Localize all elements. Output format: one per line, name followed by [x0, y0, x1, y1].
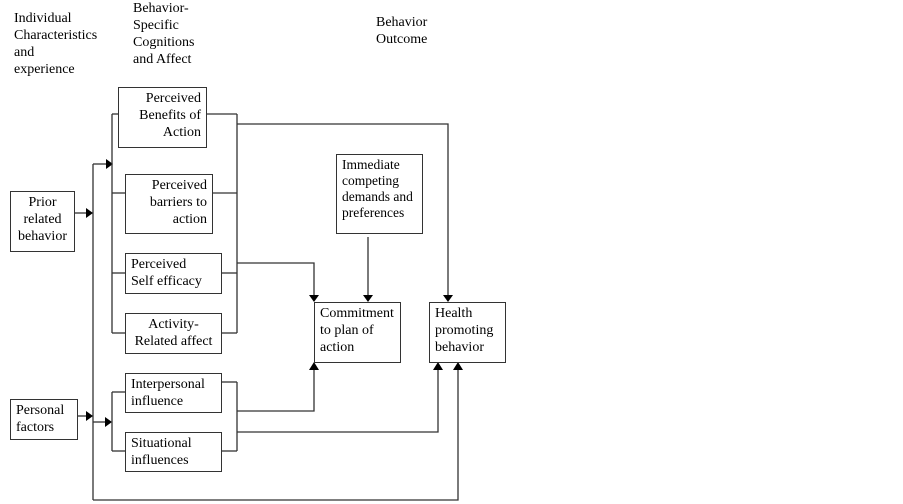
box-personal-factors: Personal factors — [10, 399, 78, 440]
cognitions-to-health-line — [237, 123, 449, 295]
header-behavior-specific-cognitions: Behavior- Specific Cognitions and Affect — [133, 1, 195, 67]
box-situational-influences: Situational influences — [125, 432, 222, 472]
arrowhead-health-bottom-left — [433, 362, 443, 370]
arrowhead-demands — [363, 295, 373, 302]
box-competing-demands: Immediate competing demands and preferen… — [336, 154, 423, 234]
box-health-promoting-behavior: Health promoting behavior — [429, 302, 506, 363]
trunk-to-health-line — [93, 369, 459, 501]
arrowhead-prior — [86, 208, 93, 218]
box-interpersonal-influence: Interpersonal influence — [125, 373, 222, 413]
arrowhead-influences — [105, 417, 112, 427]
influences-to-health-line — [237, 369, 439, 433]
header-individual-characteristics: Individual Characteristics and experienc… — [14, 11, 98, 77]
arrowhead-commitment-top — [309, 295, 319, 302]
arrowhead-cognitions — [106, 159, 113, 169]
arrowhead-health-top — [443, 295, 453, 302]
arrowhead-personal — [86, 411, 93, 421]
influences-to-commitment-line — [237, 369, 315, 412]
box-commitment-to-plan: Commitment to plan of action — [314, 302, 401, 363]
box-perceived-benefits: Perceived Benefits of Action — [118, 87, 207, 148]
box-perceived-self-efficacy: Perceived Self efficacy — [125, 253, 222, 294]
box-activity-related-affect: Activity- Related affect — [125, 313, 222, 354]
box-perceived-barriers: Perceived barriers to action — [125, 174, 213, 234]
header-behavior-outcome: Behavior Outcome — [376, 15, 428, 47]
cognitions-to-commitment-line — [237, 262, 315, 295]
arrowhead-commitment-bottom — [309, 362, 319, 370]
box-prior-related-behavior: Prior related behavior — [10, 191, 75, 252]
arrowhead-health-bottom-right — [453, 362, 463, 370]
